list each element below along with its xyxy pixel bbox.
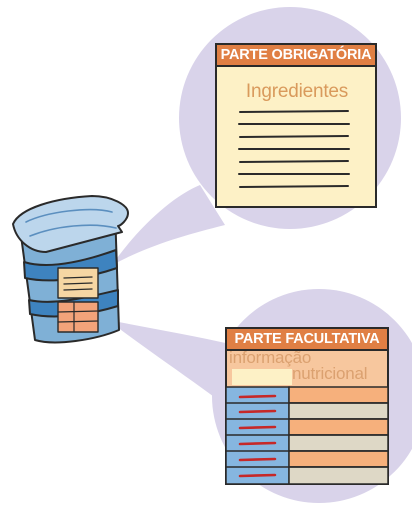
mandatory-label-card xyxy=(215,43,377,208)
ingredients-title: Ingredientes xyxy=(245,81,349,102)
optional-header: PARTE FACULTATIVA xyxy=(234,331,380,347)
nutrition-title-line2: nutricional xyxy=(292,364,368,383)
top-speech-bubble xyxy=(112,185,225,265)
mandatory-header: PARTE OBRIGATÓRIA xyxy=(220,47,372,63)
yogurt-container xyxy=(12,195,129,344)
ingredients-text-lines xyxy=(238,110,350,188)
nutrition-title-line1: informação xyxy=(229,348,312,367)
nutrition-table xyxy=(225,386,389,485)
bottom-speech-bubble xyxy=(108,320,235,405)
table-red-dashes xyxy=(238,394,277,478)
optional-label-card xyxy=(225,327,389,485)
